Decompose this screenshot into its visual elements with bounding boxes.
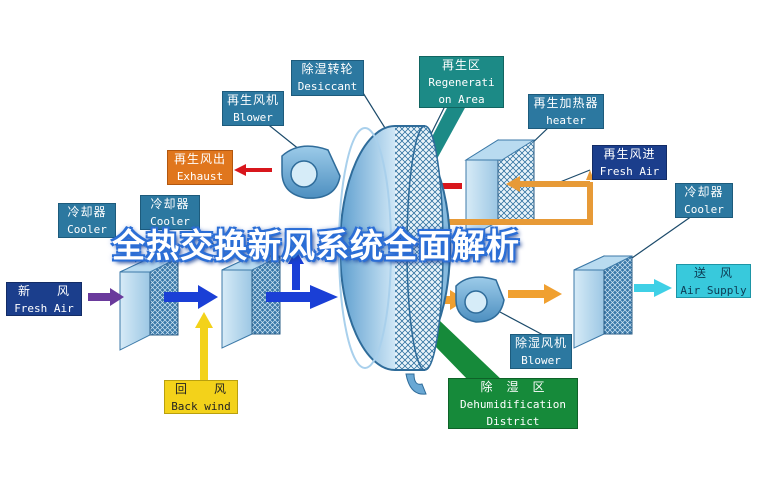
label-blower-top: 再生风机 Blower: [222, 91, 284, 126]
blower-bottom-unit: [455, 276, 505, 323]
label-desiccant: 除湿转轮 Desiccant: [291, 60, 364, 96]
label-dehumidification: 除 湿 区 Dehumidification District: [448, 378, 578, 429]
label-fresh-air-in: 再生风进 Fresh Air: [592, 145, 667, 180]
label-cooler-mid: 冷却器 Cooler: [140, 195, 200, 230]
blower-top-unit: [281, 145, 341, 199]
label-blower-bottom: 除湿风机 Blower: [510, 334, 572, 369]
label-fresh-air-main: 新 风 Fresh Air: [6, 282, 82, 316]
cooler-right-unit: [573, 255, 633, 349]
headline-overlay: 全热交换新风系统全面解析: [112, 226, 520, 265]
label-air-supply: 送 风 Air Supply: [676, 264, 751, 298]
label-back-wind: 回 风 Back wind: [164, 380, 238, 414]
label-heater: 再生加热器 heater: [528, 94, 604, 129]
label-cooler-right: 冷却器 Cooler: [675, 183, 733, 218]
cooler-left-unit: [119, 257, 179, 351]
label-exhaust: 再生风出 Exhaust: [167, 150, 233, 185]
label-regeneration: 再生区 Regenerati on Area: [419, 56, 504, 108]
label-cooler-left: 冷却器 Cooler: [58, 203, 116, 238]
desiccant-wheel: [338, 125, 451, 395]
